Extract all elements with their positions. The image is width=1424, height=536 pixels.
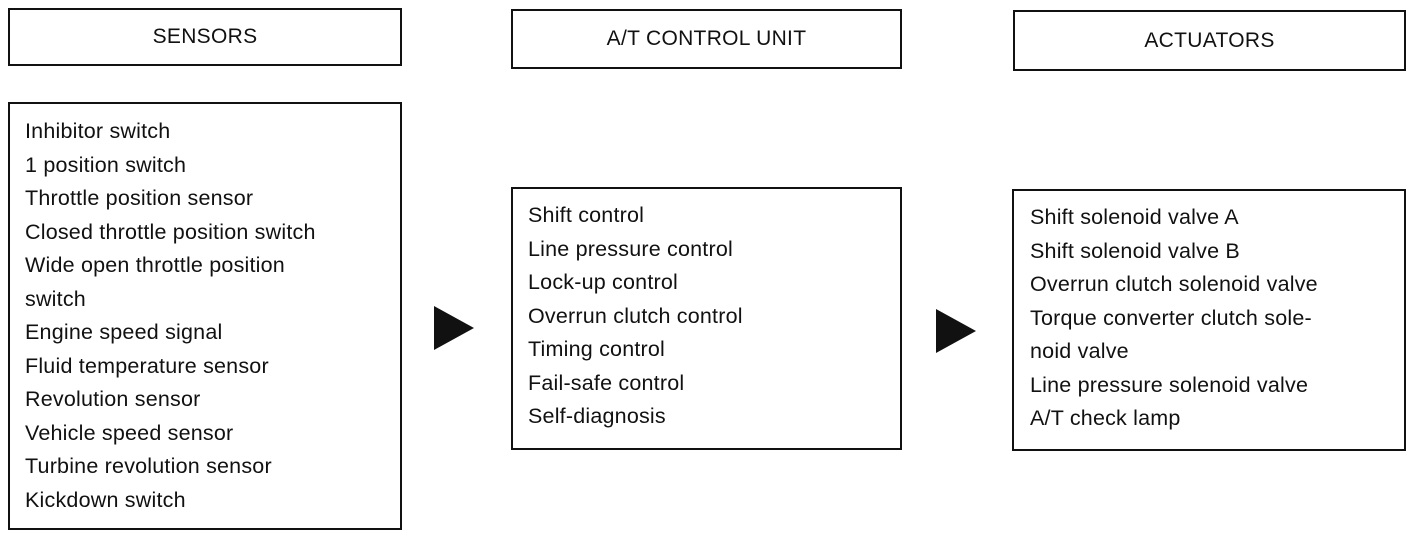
sensor-item: Closed throttle position switch [25,219,316,244]
sensor-item: 1 position switch [25,152,187,177]
control-function-item: Lock-up control [528,270,678,294]
actuator-item: Overrun clutch solenoid valve [1030,272,1318,296]
actuator-item: Shift solenoid valve B [1030,238,1240,263]
control-function-item: Shift control [528,203,645,227]
actuators-box: Shift solenoid valve A Shift solenoid va… [1012,189,1406,451]
actuators-list: Shift solenoid valve A Shift solenoid va… [1030,201,1318,436]
actuator-item: Line pressure solenoid valve [1030,372,1309,397]
actuator-item: Torque converter clutch sole- [1030,305,1312,330]
control-unit-header-label: A/T CONTROL UNIT [606,27,807,50]
sensor-item: Inhibitor switch [25,119,171,143]
control-unit-header: A/T CONTROL UNIT [511,9,902,69]
sensors-box: Inhibitor switch 1 position switch Throt… [8,102,402,530]
actuator-item: noid valve [1030,339,1129,363]
sensor-item: Fluid temperature sensor [25,353,269,378]
actuator-item: Shift solenoid valve A [1030,205,1239,229]
control-function-item: Self-diagnosis [528,404,666,428]
sensor-item: switch [25,286,86,311]
control-function-item: Timing control [528,337,666,361]
sensors-header: SENSORS [8,8,402,66]
actuators-header: ACTUATORS [1013,10,1406,71]
sensor-item: Revolution sensor [25,387,201,411]
control-function-item: Line pressure control [528,236,733,261]
sensor-item: Throttle position sensor [25,186,254,210]
sensor-item: Engine speed signal [25,320,223,344]
sensors-list: Inhibitor switch 1 position switch Throt… [25,115,316,517]
sensors-header-label: SENSORS [152,25,258,48]
actuators-header-label: ACTUATORS [1144,28,1275,52]
arrow-right-icon [936,309,976,353]
arrow-right-icon [434,306,474,350]
sensor-item: Wide open throttle position [25,253,285,277]
control-unit-list: Shift control Line pressure control Lock… [528,199,743,434]
actuator-item: A/T check lamp [1030,406,1181,430]
sensor-item: Vehicle speed sensor [25,420,234,445]
sensor-item: Turbine revolution sensor [25,454,272,478]
control-function-item: Fail-safe control [528,370,685,395]
control-function-item: Overrun clutch control [528,303,743,328]
control-unit-box: Shift control Line pressure control Lock… [511,187,902,450]
sensor-item: Kickdown switch [25,487,186,512]
